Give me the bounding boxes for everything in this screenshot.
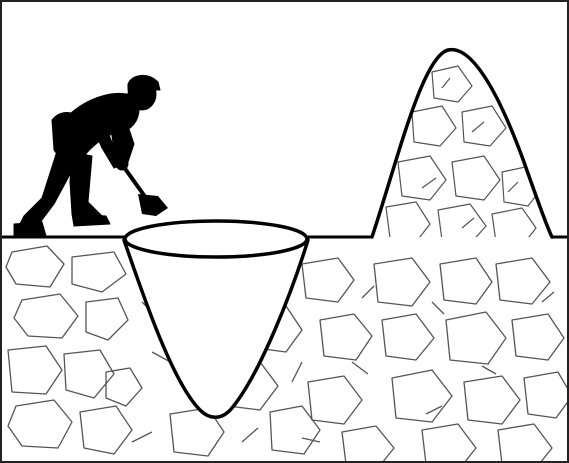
pit-opening [125,221,307,257]
digging-worker-silhouette [14,75,160,238]
excavated-soil-pile [372,50,552,237]
excavated-pit [124,221,308,417]
pile-rock-texture [386,66,542,246]
